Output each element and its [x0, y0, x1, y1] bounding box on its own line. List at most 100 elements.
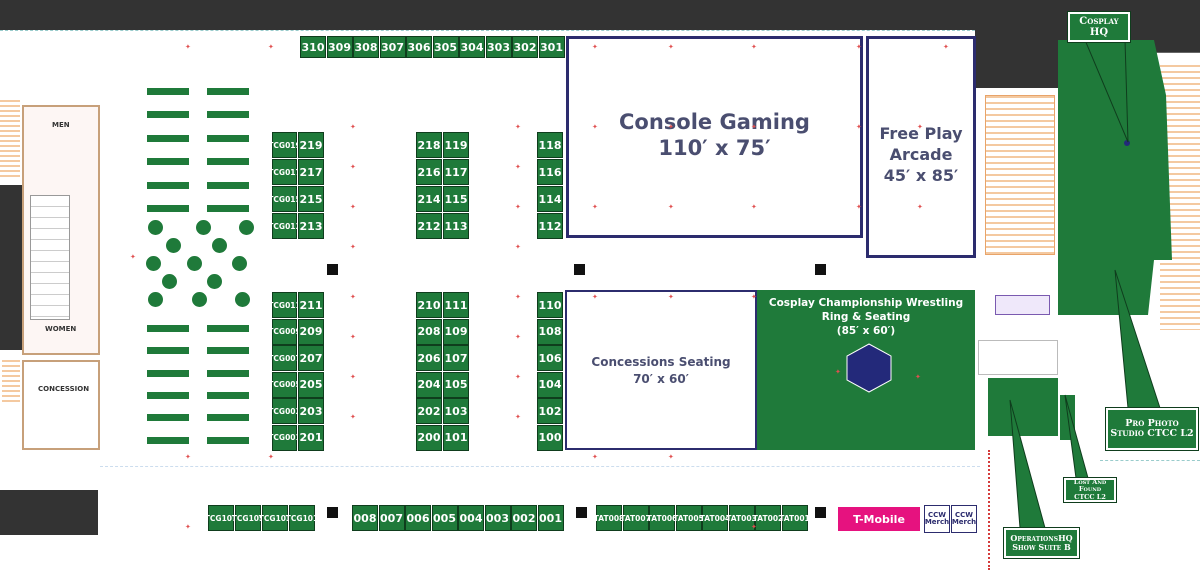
- booth-label-part: TAT: [726, 513, 742, 523]
- booth-label-part: 005: [688, 513, 704, 523]
- fire-marker-icon: ✦: [515, 413, 521, 421]
- restroom-stalls: [30, 195, 70, 320]
- booth: 207: [298, 345, 324, 371]
- fire-marker-icon: ✦: [915, 373, 921, 381]
- free-play-arcade-room: [866, 36, 976, 258]
- fire-marker-icon: ✦: [592, 453, 598, 461]
- merch2-label-a: CCW: [955, 510, 973, 519]
- booth-label-part: TCG: [268, 221, 286, 231]
- wrestling-size: (85′ x 60′): [836, 325, 896, 337]
- operations-hq-callout: OperationsHQ Show Suite B: [1003, 527, 1080, 559]
- pro-photo-studio-callout: Pro Photo Studio CTCC L2: [1105, 407, 1199, 451]
- booth-label-part: 003: [285, 406, 301, 416]
- wrestling-title-1: Cosplay Championship Wrestling: [768, 297, 964, 309]
- fire-marker-icon: ✦: [668, 203, 674, 211]
- fire-marker-icon: ✦: [515, 123, 521, 131]
- booth: 102: [537, 398, 563, 424]
- round-table: [146, 256, 161, 271]
- men-restroom-label: MEN: [52, 121, 70, 129]
- booth: 106: [537, 345, 563, 371]
- booth: 219: [298, 132, 324, 158]
- merch2-label-b: Merch: [951, 518, 977, 526]
- lost-and-found-callout: Lost And Found CTCC L2: [1063, 477, 1117, 503]
- console-gaming-room: [566, 36, 863, 238]
- booth: 105: [443, 371, 469, 398]
- round-table: [239, 220, 254, 235]
- right-lower-dashed: [1100, 460, 1200, 461]
- operations-area: [988, 378, 1058, 436]
- booth: 210: [416, 292, 442, 318]
- fire-marker-icon: ✦: [268, 43, 274, 51]
- pillar: [574, 264, 585, 275]
- booth: 308: [353, 36, 379, 58]
- booth: 211: [298, 292, 324, 318]
- booth: 302: [512, 36, 538, 58]
- merch1-label-a: CCW: [928, 510, 946, 519]
- booth: 212: [416, 213, 442, 239]
- booth: 309: [326, 36, 353, 58]
- booth: 306: [406, 36, 432, 58]
- booth-label-part: 007: [635, 513, 651, 523]
- booth: 006: [405, 505, 431, 531]
- seating-table: [147, 370, 189, 377]
- console-gaming-size: 110′ x 75′: [658, 136, 771, 160]
- fire-marker-icon: ✦: [917, 203, 923, 211]
- booth: 202: [416, 398, 442, 424]
- fire-marker-icon: ✦: [350, 203, 356, 211]
- round-table: [212, 238, 227, 253]
- seating-table: [147, 205, 189, 212]
- booth-label-part: TCG: [268, 140, 286, 150]
- booth-label-part: TAT: [646, 513, 662, 523]
- booth-label-part: 011: [285, 300, 301, 310]
- booth: 206: [416, 345, 442, 371]
- booth-label-part: TCG: [285, 513, 303, 523]
- booth-label-part: 013: [285, 221, 301, 231]
- fire-marker-icon: ✦: [515, 203, 521, 211]
- booth: 112: [537, 213, 563, 239]
- lost-found-label-2: CTCC L2: [1074, 492, 1106, 501]
- women-restroom-label: WOMEN: [45, 325, 77, 333]
- booth-label-part: 007: [285, 353, 301, 363]
- booth: 115: [443, 186, 469, 212]
- arcade-size: 45′ x 85′: [883, 166, 959, 185]
- booth-label-part: 015: [285, 194, 301, 204]
- booth-label-part: 103: [275, 513, 292, 523]
- fire-marker-icon: ✦: [856, 203, 862, 211]
- round-table: [187, 256, 202, 271]
- booth-label-part: TAT: [620, 513, 636, 523]
- fire-marker-icon: ✦: [350, 333, 356, 341]
- booth-label-part: 001: [794, 513, 810, 523]
- round-table: [232, 256, 247, 271]
- pillar: [327, 264, 338, 275]
- booth-label-part: TCG: [268, 300, 286, 310]
- fire-marker-icon: ✦: [515, 333, 521, 341]
- booth-label-part: TAT: [593, 513, 609, 523]
- fire-marker-icon: ✦: [856, 43, 862, 51]
- fire-marker-icon: ✦: [350, 373, 356, 381]
- booth-label-part: 101: [302, 513, 319, 523]
- booth-label-part: TCG: [258, 513, 276, 523]
- booth: 101: [443, 424, 469, 451]
- booth: 107: [443, 345, 469, 371]
- round-table: [166, 238, 181, 253]
- dashed-line: [0, 30, 975, 32]
- round-table: [235, 292, 250, 307]
- fire-marker-icon: ✦: [350, 123, 356, 131]
- booth-label-part: TCG: [268, 167, 286, 177]
- booth-label-part: 009: [285, 327, 301, 337]
- seating-table: [147, 437, 189, 444]
- lost-found-label-1: Lost And Found: [1073, 478, 1107, 494]
- booth: 007: [378, 505, 405, 531]
- booth: 201: [298, 424, 324, 451]
- cosplay-hq-callout: Cosplay HQ: [1067, 11, 1131, 43]
